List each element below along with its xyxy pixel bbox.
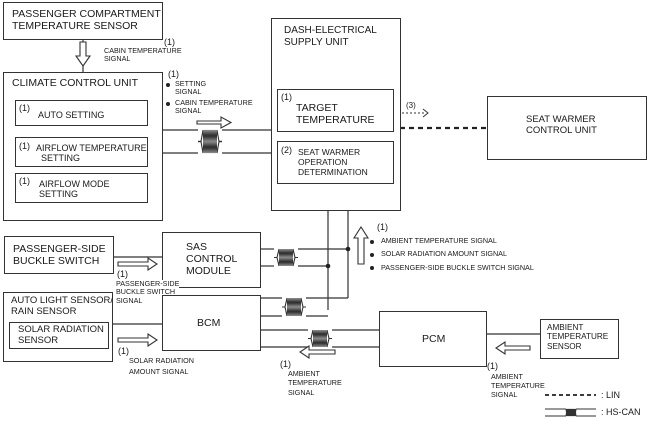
passenger-side-buckle-switch-label: PASSENGER-SIDE BUCKLE SWITCH (13, 243, 106, 268)
bullet (166, 83, 170, 87)
target-temperature-label: TARGET TEMPERATURE (296, 102, 375, 127)
bullet (370, 240, 374, 244)
arrow-left-pcm (495, 340, 531, 356)
cabin-temperature-signal-label: CABIN TEMPERATURE SIGNAL (104, 46, 182, 64)
climate-control-unit-box: CLIMATE CONTROL UNIT (1) AUTO SETTING (1… (3, 72, 163, 221)
pcm-box: PCM (379, 311, 487, 367)
solar-radiation-amount-signal-list-item: SOLAR RADIATION AMOUNT SIGNAL (381, 249, 507, 258)
solar-radiation-sensor-label: SOLAR RADIATION SENSOR (18, 324, 104, 346)
arrow-down-cabin (74, 41, 92, 67)
ambient-temperature-sensor-label: AMBIENT TEMPERATURE SENSOR (547, 323, 609, 351)
ambient-temperature-signal-pcm-label: AMBIENT TEMPERATURE SIGNAL (491, 372, 545, 399)
step-1-auto: (1) (19, 103, 30, 113)
airflow-temperature-setting-label: AIRFLOW TEMPERATURE SETTING (36, 143, 147, 164)
step-1-airflow-mode: (1) (19, 176, 30, 186)
solar-radiation-amount-signal-label: SOLAR RADIATION AMOUNT SIGNAL (129, 356, 194, 376)
step-1-cabin: (1) (164, 37, 175, 47)
step-1-settings: (1) (168, 69, 179, 79)
airflow-mode-setting-box: (1) AIRFLOW MODE SETTING (15, 173, 148, 203)
bullet (166, 102, 170, 106)
dash-electrical-supply-unit-box: DASH-ELECTRICAL SUPPLY UNIT (1) TARGET T… (271, 18, 401, 211)
step-3-label: (3) (406, 101, 416, 110)
passenger-compartment-sensor-label: PASSENGER COMPARTMENT TEMPERATURE SENSOR (12, 8, 161, 33)
step-1-ambient-bcm: (1) (280, 359, 291, 369)
legend-hs-can-label: : HS-CAN (601, 407, 641, 417)
step-1-solar: (1) (118, 346, 129, 356)
arrow-right-climate (196, 116, 233, 129)
ambient-temperature-signal-list-item: AMBIENT TEMPERATURE SIGNAL (381, 236, 497, 245)
target-temperature-box: (1) TARGET TEMPERATURE (277, 89, 394, 132)
bullet (370, 266, 374, 270)
seat-warmer-operation-determination-label: SEAT WARMER OPERATION DETERMINATION (298, 147, 368, 177)
bcm-box: BCM (162, 295, 261, 351)
passenger-side-buckle-switch-signal-list-item: PASSENGER-SIDE BUCKLE SWITCH SIGNAL (381, 263, 534, 272)
step-1-ambient-pcm: (1) (487, 361, 498, 371)
hs-can-twist-climate (197, 129, 223, 154)
setting-signal-label: SETTING SIGNAL (175, 79, 207, 97)
sas-control-module-label: SAS CONTROL MODULE (186, 241, 238, 278)
dash-electrical-supply-unit-label: DASH-ELECTRICAL SUPPLY UNIT (284, 25, 377, 48)
bcm-label: BCM (197, 317, 221, 329)
auto-setting-label: AUTO SETTING (38, 110, 105, 120)
step-1-upward: (1) (377, 222, 388, 232)
cabin-temperature-signal-2-label: CABIN TEMPERATURE SIGNAL (175, 98, 253, 116)
step-1-airflow-temp: (1) (19, 141, 30, 151)
legend-lin-label: : LIN (601, 390, 621, 400)
airflow-temperature-setting-box: (1) AIRFLOW TEMPERATURE SETTING (15, 137, 148, 167)
solar-radiation-sensor-box: SOLAR RADIATION SENSOR (9, 322, 109, 349)
step-1-target: (1) (281, 92, 292, 102)
arrow-left-bcm (299, 344, 336, 360)
step-1-buckle: (1) (117, 269, 128, 279)
seat-warmer-control-unit-label: SEAT WARMER CONTROL UNIT (526, 114, 597, 136)
arrow-right-solar (117, 332, 158, 348)
climate-control-unit-label: CLIMATE CONTROL UNIT (12, 77, 139, 89)
hs-can-twist-bcm-upper (281, 297, 307, 317)
arrow-up-dash (352, 225, 370, 265)
legend-hs-can-symbol (545, 408, 596, 417)
ambient-temperature-sensor-box: AMBIENT TEMPERATURE SENSOR (540, 319, 619, 359)
bullet (370, 253, 374, 257)
hs-can-twist-bcm-pcm (307, 329, 333, 348)
ambient-temperature-signal-bcm-label: AMBIENT TEMPERATURE SIGNAL (288, 369, 342, 397)
arrow-right-buckle (117, 256, 158, 272)
step-2-label: (2) (281, 145, 292, 155)
seat-warmer-operation-determination-box: (2) SEAT WARMER OPERATION DETERMINATION (277, 141, 394, 184)
seat-warmer-control-unit-box: SEAT WARMER CONTROL UNIT (487, 96, 647, 160)
hs-can-twist-sas (273, 248, 299, 267)
pcm-label: PCM (422, 333, 446, 345)
passenger-compartment-temperature-sensor-box: PASSENGER COMPARTMENT TEMPERATURE SENSOR (3, 2, 163, 40)
sas-control-module-box: SAS CONTROL MODULE (162, 232, 261, 288)
passenger-side-buckle-switch-box: PASSENGER-SIDE BUCKLE SWITCH (4, 236, 114, 274)
auto-light-rain-sensor-box: AUTO LIGHT SENSOR/ RAIN SENSOR SOLAR RAD… (3, 292, 113, 362)
auto-light-rain-sensor-label: AUTO LIGHT SENSOR/ RAIN SENSOR (11, 295, 114, 317)
airflow-mode-setting-label: AIRFLOW MODE SETTING (39, 179, 110, 200)
passenger-side-buckle-switch-signal-label: PASSENGER-SIDE BUCKLE SWITCH SIGNAL (116, 279, 180, 305)
auto-setting-box: (1) AUTO SETTING (15, 100, 148, 126)
